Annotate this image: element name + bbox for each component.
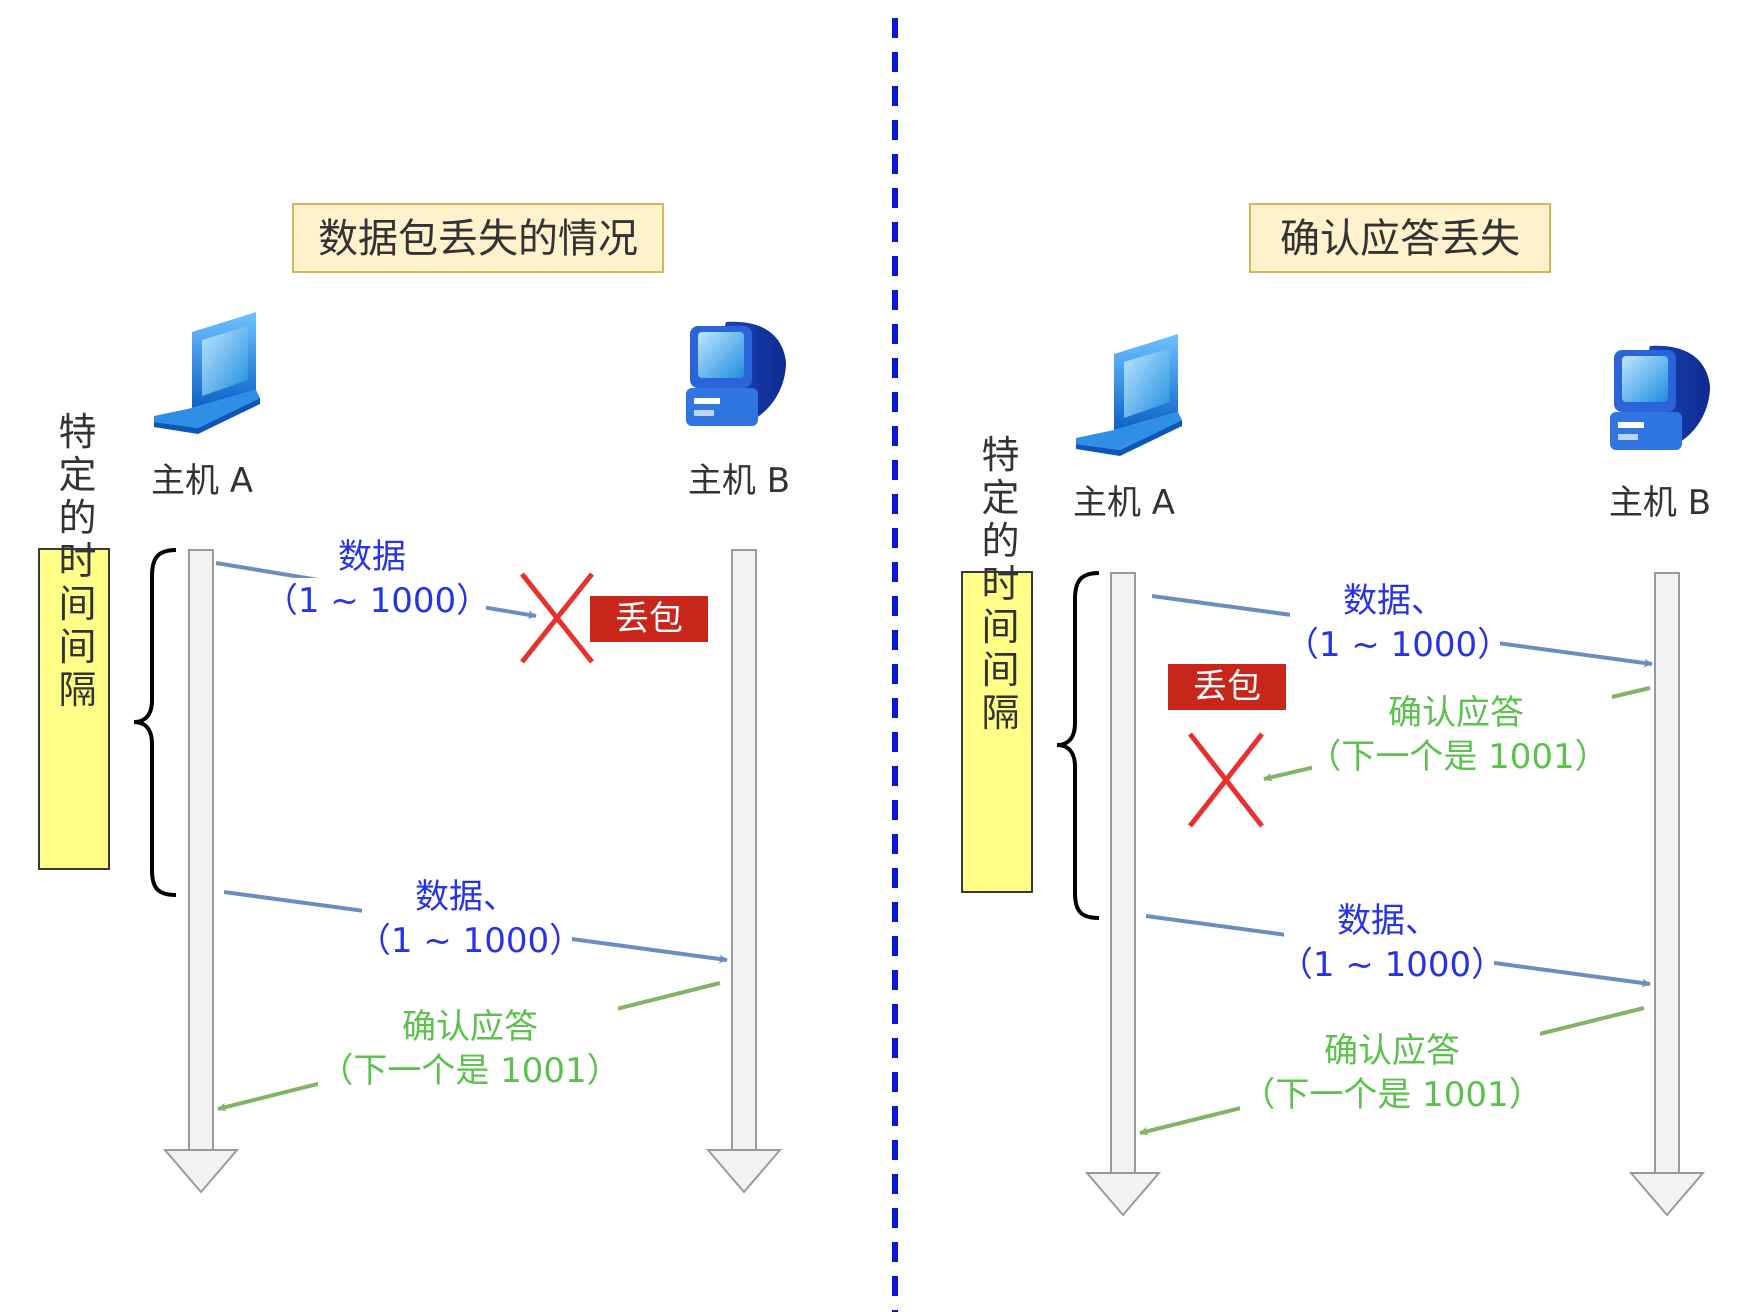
right-retrans-data-range: （1 ~ 1000） [1279,945,1505,985]
right-lost-ack-next: （下一个是 1001） [1307,737,1608,777]
left-ack-label: 确认应答 [402,1007,538,1047]
packet-loss-cross-icon [520,572,594,664]
right-interval-label: 特定的时间间隔 [975,435,1019,736]
left-host-b-label: 主机 B [688,461,790,501]
left-retrans-data-range: （1 ~ 1000） [357,921,583,961]
right-retrans-data-label: 数据、 [1337,901,1439,941]
right-host-a-label: 主机 A [1073,483,1175,523]
left-ack-next: （下一个是 1001） [319,1051,620,1091]
right-timeline-a [1084,572,1162,1217]
right-panel: 确认应答丢失 主机 A 主机 B 特定的时间间隔 [961,203,1711,1217]
right-title-box: 确认应答丢失 [1249,203,1551,273]
left-retrans-data-label: 数据、 [415,877,517,917]
right-timeline-b [1628,572,1706,1217]
left-title-box: 数据包丢失的情况 [292,203,664,273]
right-interval-brace [1056,571,1100,920]
right-data-range: （1 ~ 1000） [1285,625,1511,665]
right-loss-badge: 丢包 [1168,664,1286,710]
right-interval-box [961,571,1033,893]
left-interval-box [38,548,110,870]
laptop-icon [1076,334,1182,456]
desktop-computer-icon [1610,345,1710,450]
right-title: 确认应答丢失 [1280,216,1520,262]
left-lost-data-label-bg-top [332,540,412,578]
right-data-label-bg [1290,578,1500,676]
packet-loss-cross-icon [1188,732,1264,828]
left-lost-data-label: 数据 [338,537,406,577]
left-loss-badge: 丢包 [590,596,708,642]
left-title: 数据包丢失的情况 [318,216,638,262]
left-interval-brace [133,548,177,897]
desktop-computer-icon [686,321,786,426]
laptop-icon [154,312,260,434]
right-ack-next: （下一个是 1001） [1241,1075,1542,1115]
right-ack-label-bg [1240,1026,1540,1122]
left-interval-label: 特定的时间间隔 [52,412,96,713]
right-lost-ack-label-bg [1312,690,1612,788]
left-loss-badge-label: 丢包 [615,599,683,639]
left-host-a-label: 主机 A [151,461,253,501]
right-data-label: 数据、 [1343,581,1445,621]
right-lost-ack-label: 确认应答 [1388,693,1524,733]
right-ack-label: 确认应答 [1324,1031,1460,1071]
left-panel: 数据包丢失的情况 主机 A 主机 B [38,203,790,1194]
right-retrans-data-label-bg [1284,898,1494,996]
left-lost-data-range: （1 ~ 1000） [264,581,490,621]
left-timeline-a [162,549,240,1194]
left-ack-label-bg [318,1002,618,1098]
left-timeline-b [705,549,783,1194]
left-lost-data-label-bg [268,578,486,620]
left-retrans-data-label-bg [362,872,572,970]
right-loss-badge-label: 丢包 [1193,667,1261,707]
right-host-b-label: 主机 B [1609,483,1711,523]
